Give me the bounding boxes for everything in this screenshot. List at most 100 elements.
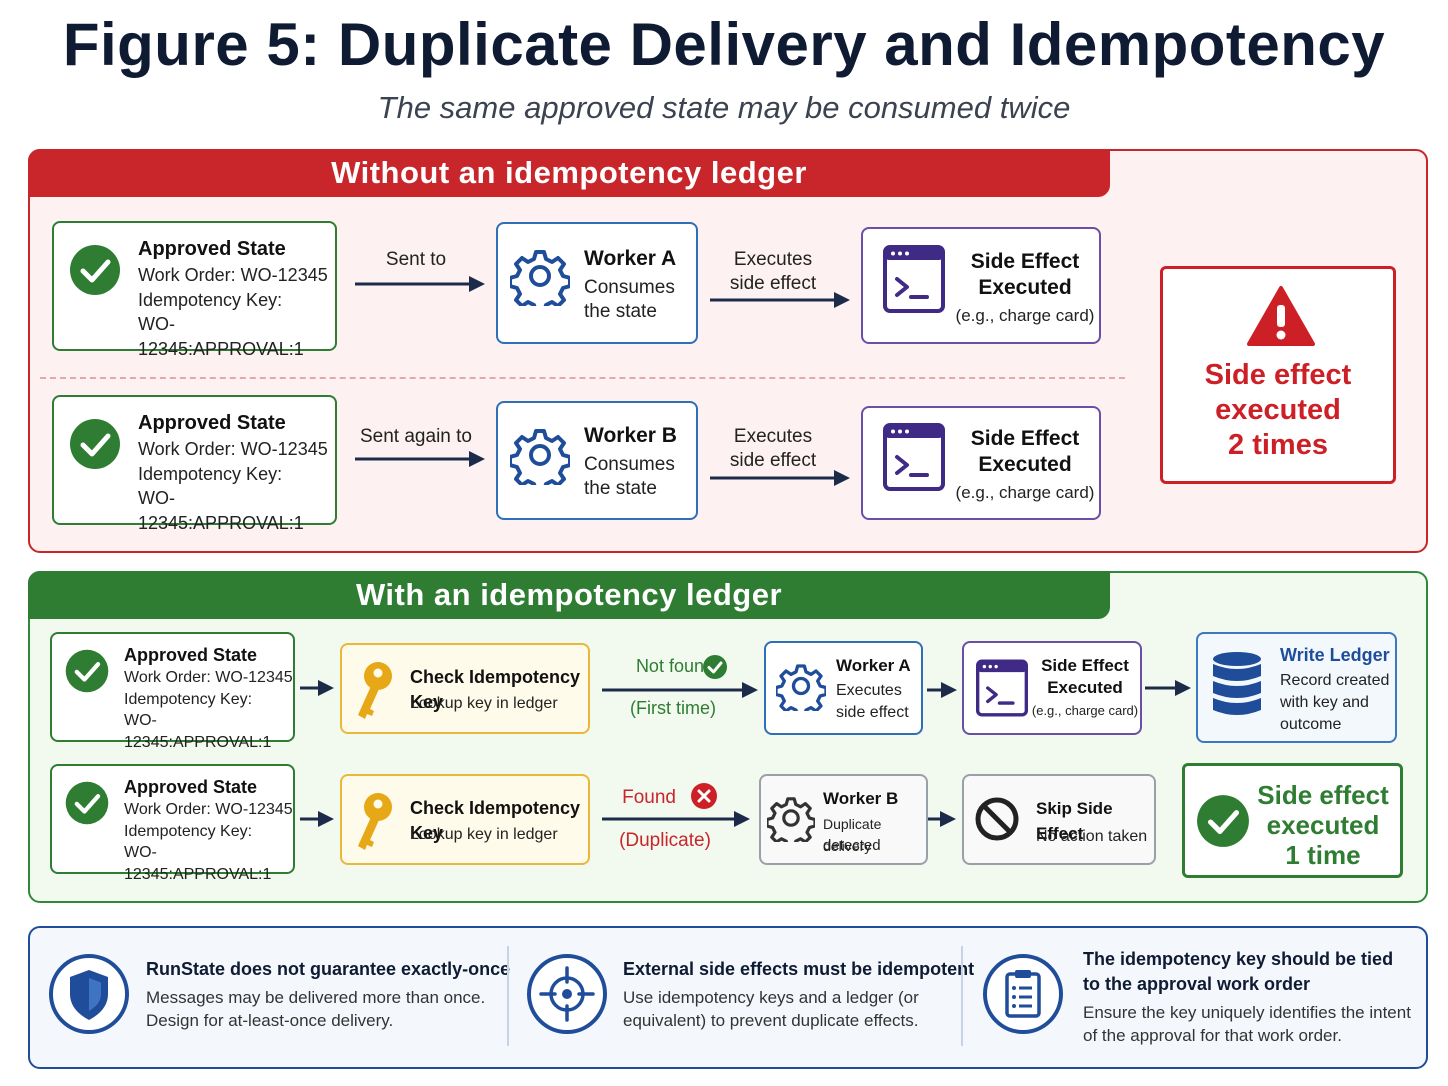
effect-note: (e.g., charge card): [1031, 703, 1139, 718]
arrow-icon: [928, 811, 956, 827]
worker-line2: detected: [823, 837, 881, 854]
arrow-icon: [927, 682, 957, 698]
note-line2: of the approval for that work order.: [1083, 1026, 1342, 1045]
effect-line2: Executed: [1047, 678, 1123, 697]
duplicate-label: (Duplicate): [619, 830, 711, 851]
note-line1: Messages may be delivered more than once…: [146, 988, 486, 1007]
worker-line1: Executes: [836, 682, 902, 699]
arrow-icon: [710, 292, 850, 308]
worker-title: Worker A: [584, 247, 677, 270]
worker-b-card: Worker B Consumes the state: [496, 401, 698, 520]
note-separator: [961, 946, 963, 1046]
executes-label: Executes: [733, 426, 813, 447]
check-circle-icon: [65, 781, 109, 825]
effect-note: (e.g., charge card): [955, 306, 1095, 325]
result-line2: executed: [1215, 394, 1341, 426]
arrow-icon: [300, 680, 334, 696]
state-title: Approved State: [124, 777, 258, 797]
executes-label: Executes: [733, 249, 813, 270]
state-key-label: Idempotency Key:: [138, 464, 283, 484]
result-line2: executed: [1266, 810, 1380, 840]
worker-line1: Duplicate delivery: [823, 816, 882, 854]
state-key-value: WO-12345:APPROVAL:1: [124, 844, 272, 883]
state-title: Approved State: [124, 645, 258, 665]
database-icon: [1213, 652, 1261, 715]
arrow-icon: [355, 451, 485, 467]
sent-again-label: Sent again to: [360, 426, 472, 447]
side-effect-label: side effect: [729, 450, 817, 471]
note-title-line1: The idempotency key should be tied: [1083, 949, 1394, 969]
check-circle-icon: [703, 655, 727, 679]
state-key-value: WO-12345:APPROVAL:1: [124, 712, 272, 751]
note-separator: [507, 946, 509, 1046]
ledger-line3: outcome: [1280, 716, 1342, 733]
state-key-label: Idempotency Key:: [124, 823, 253, 840]
effect-line1: Side Effect: [970, 250, 1080, 273]
ledger-line2: with key and: [1280, 694, 1369, 711]
approved-state-card: Approved State Work Order: WO-12345 Idem…: [50, 764, 295, 883]
check-circle-icon: [65, 649, 109, 693]
note-line2: equivalent) to prevent duplicate effects…: [623, 1011, 919, 1030]
worker-a-card: Worker A Consumes the state: [496, 222, 698, 344]
figure-title: Figure 5: Duplicate Delivery and Idempot…: [62, 11, 1386, 78]
check-circle-icon: [70, 419, 120, 469]
shield-icon: [49, 954, 129, 1034]
worker-line2: the state: [584, 301, 657, 322]
effect-line2: Executed: [978, 276, 1072, 299]
worker-line2: the state: [584, 478, 657, 499]
check-title: Check Idempotency Key: [410, 798, 581, 843]
sent-to-label: Sent to: [385, 249, 447, 270]
effect-note: (e.g., charge card): [955, 483, 1095, 502]
found-label: Found: [622, 787, 676, 808]
state-key-label: Idempotency Key:: [138, 290, 283, 310]
state-key-label: Idempotency Key:: [124, 691, 253, 708]
arrow-icon: [602, 682, 758, 698]
row-divider: [40, 377, 1125, 379]
state-work-order: Work Order: WO-12345: [138, 265, 328, 285]
duplicate-result-box: Side effect executed 2 times: [1160, 266, 1396, 484]
effect-line1: Side Effect: [1041, 656, 1129, 675]
terminal-icon: [883, 245, 945, 313]
terminal-icon: [976, 659, 1028, 717]
check-title: Check Idempotency Key: [410, 667, 581, 712]
state-key-value: WO-12345:APPROVAL:1: [138, 314, 304, 359]
figure-subtitle: The same approved state may be consumed …: [377, 90, 1071, 125]
clipboard-icon: [983, 954, 1063, 1034]
single-result-box: Side effect executed 1 time: [1182, 763, 1403, 878]
gear-icon: [510, 250, 570, 306]
without-ledger-header: Without an idempotency ledger: [28, 149, 1110, 197]
note-title: RunState does not guarantee exactly-once: [146, 959, 511, 979]
prohibited-icon: [975, 797, 1019, 841]
approved-state-card: Approved State Work Order: WO-12345 Idem…: [52, 221, 337, 359]
state-title: Approved State: [138, 412, 286, 434]
not-found-label: Not found: [635, 656, 714, 676]
with-ledger-header: With an idempotency ledger: [28, 571, 1110, 619]
arrow-icon: [602, 811, 750, 827]
arrow-icon: [355, 276, 485, 292]
ledger-line1: Record created: [1280, 672, 1390, 689]
state-work-order: Work Order: WO-12345: [124, 801, 293, 818]
write-ledger-card: Write Ledger Record created with key and…: [1196, 632, 1397, 743]
effect-line1: Side Effect: [970, 427, 1080, 450]
worker-b-card: Worker B Duplicate delivery detected: [759, 774, 928, 865]
gear-icon: [776, 664, 826, 711]
worker-title: Worker B: [823, 789, 899, 808]
error-circle-icon: [691, 783, 717, 809]
note-title-line2: to the approval work order: [1083, 974, 1311, 994]
result-line3: 2 times: [1228, 429, 1328, 461]
arrow-icon: [1145, 680, 1191, 696]
notes-panel: [28, 926, 1428, 1069]
note-title: External side effects must be idempotent: [623, 959, 975, 979]
worker-title: Worker A: [836, 656, 911, 675]
result-line1: Side effect: [1257, 780, 1389, 810]
effect-line2: Executed: [978, 453, 1072, 476]
check-key-card: Check Idempotency Key Lookup key in ledg…: [340, 643, 590, 734]
state-key-value: WO-12345:APPROVAL:1: [138, 488, 304, 533]
skip-effect-card: Skip Side Effect No action taken: [962, 774, 1156, 865]
first-time-label: (First time): [630, 698, 716, 718]
check-circle-icon: [70, 245, 120, 295]
ledger-title: Write Ledger: [1280, 645, 1390, 665]
side-effect-label: side effect: [729, 273, 817, 294]
approved-state-card: Approved State Work Order: WO-12345 Idem…: [52, 395, 337, 533]
check-circle-icon: [1197, 795, 1249, 847]
